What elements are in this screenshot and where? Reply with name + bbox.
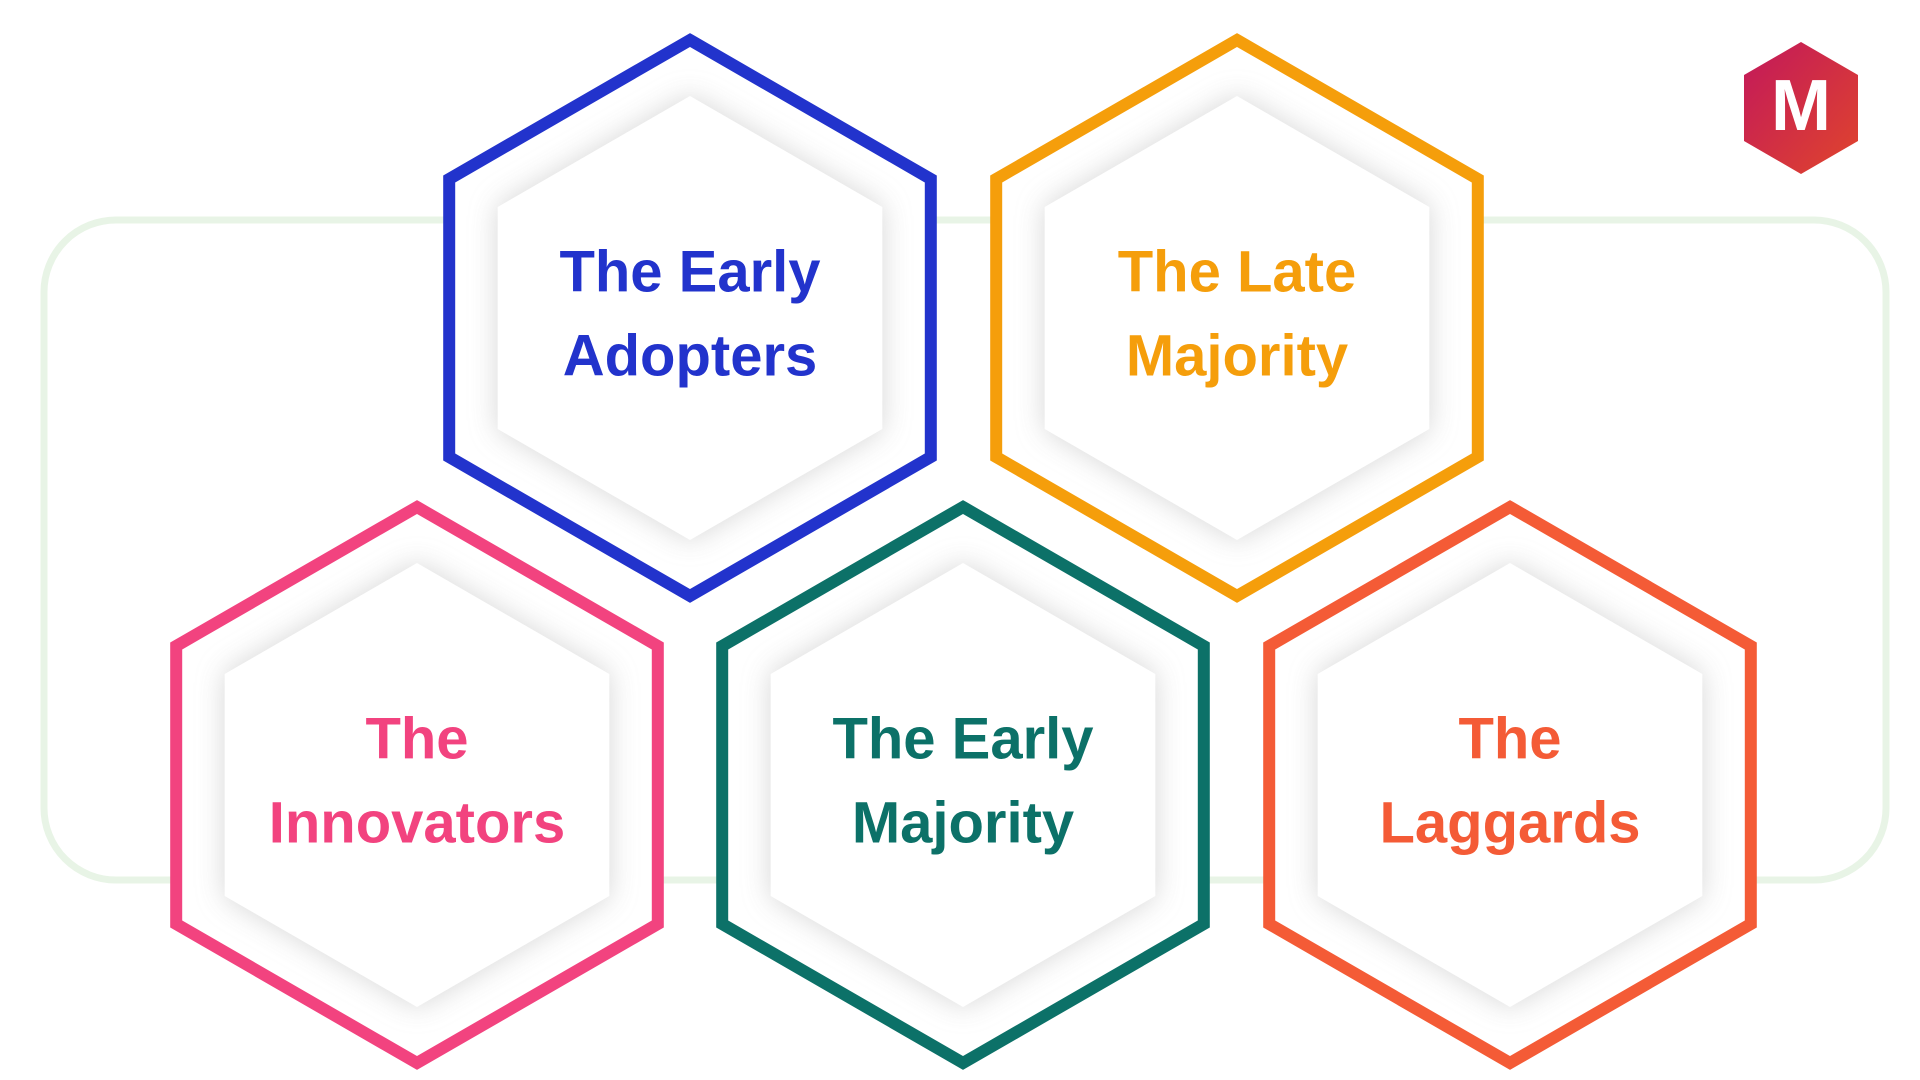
hexagon-outline <box>990 33 1484 603</box>
hexagon-label-line2: Majority <box>852 790 1074 855</box>
hexagon-outline <box>716 500 1210 1070</box>
brand-logo: M <box>1744 42 1858 174</box>
hexagon-outline <box>170 500 664 1070</box>
hexagon-inner-panel <box>1044 96 1430 540</box>
hexagon-label-line1: The Late <box>1118 239 1357 304</box>
hexagon-outline <box>1263 500 1757 1070</box>
hexagon-label-line1: The Early <box>559 239 820 304</box>
logo-hexagon <box>1744 42 1858 174</box>
logo-letter: M <box>1771 66 1831 146</box>
hexagon-inner-panel <box>1317 563 1703 1007</box>
hexagon-inner-panel <box>770 563 1156 1007</box>
hexagon-label-line1: The Early <box>832 706 1093 771</box>
hexagon-label-line2: Laggards <box>1379 790 1640 855</box>
hexagon-label-line2: Majority <box>1126 323 1348 388</box>
hexagon-label-line1: The <box>1458 706 1561 771</box>
hexagon-label-line2: Innovators <box>269 790 566 855</box>
hexagon-inner-panel <box>497 96 883 540</box>
hexagon-inner-panel <box>224 563 610 1007</box>
hexagon-label-line1: The <box>365 706 468 771</box>
hexagon-label-line2: Adopters <box>563 323 818 388</box>
hexagon-outline <box>443 33 937 603</box>
